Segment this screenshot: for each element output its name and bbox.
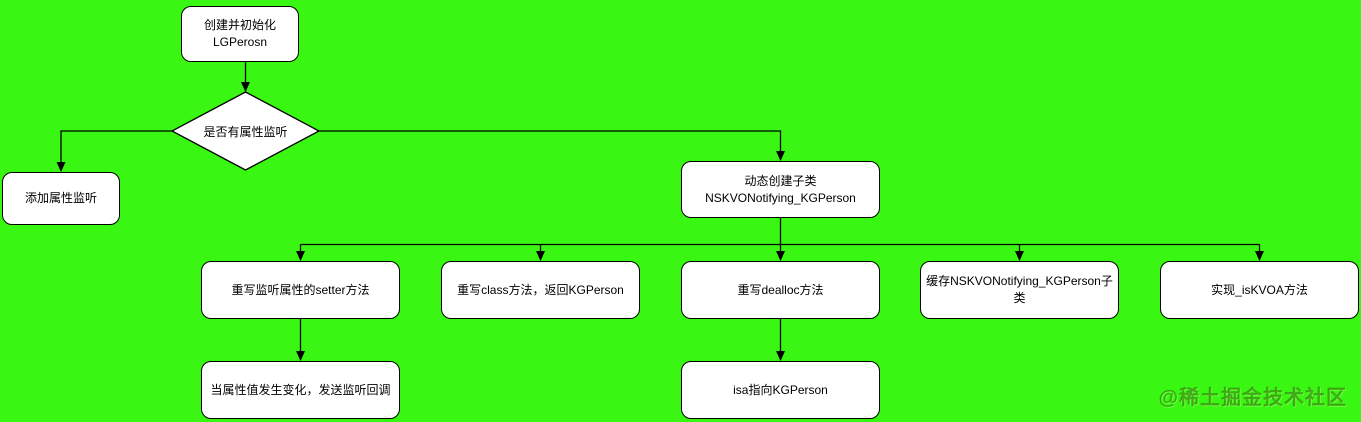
node-override-class-label: 重写class方法，返回KGPerson: [457, 282, 624, 297]
node-create-subclass-label-line1: 动态创建子类: [744, 173, 817, 188]
node-cache-subclass: 缓存NSKVONotifying_KGPerson子类: [920, 261, 1119, 319]
node-override-setter: 重写监听属性的setter方法: [201, 261, 400, 319]
node-start-label-line1: 创建并初始化: [203, 18, 276, 33]
node-implement-iskvoa-label: 实现_isKVOA方法: [1211, 282, 1308, 297]
watermark-text: @稀土掘金技术社区: [1158, 387, 1347, 409]
node-override-dealloc: 重写dealloc方法: [681, 261, 880, 319]
node-implement-iskvoa: 实现_isKVOA方法: [1160, 261, 1359, 319]
node-override-class: 重写class方法，返回KGPerson: [441, 261, 640, 319]
node-override-dealloc-label: 重写dealloc方法: [737, 282, 824, 297]
node-create-subclass: 动态创建子类 NSKVONotifying_KGPerson: [681, 161, 880, 218]
node-decision: 是否有属性监听: [172, 92, 319, 170]
edge-decision-add-observer: [56, 130, 172, 172]
node-property-changed-label: 当属性值发生变化，发送监听回调: [210, 382, 391, 397]
node-create-subclass-label-line2: NSKVONotifying_KGPerson: [705, 190, 856, 205]
edge-decision-create-subclass: [319, 130, 785, 161]
node-add-observer: 添加属性监听: [2, 172, 120, 225]
node-property-changed: 当属性值发生变化，发送监听回调: [201, 361, 400, 419]
node-start-label-line2: LGPerosn: [212, 35, 268, 49]
node-add-observer-label: 添加属性监听: [24, 191, 97, 206]
node-cache-subclass-label: 缓存NSKVONotifying_KGPerson子类: [926, 274, 1113, 305]
node-isa-point: isa指向KGPerson: [681, 361, 880, 419]
node-decision-label: 是否有属性监听: [203, 124, 288, 139]
decision-diamond-shape: [170, 91, 321, 171]
node-override-setter-label: 重写监听属性的setter方法: [231, 282, 370, 297]
node-isa-point-label: isa指向KGPerson: [733, 382, 828, 397]
node-start: 创建并初始化 LGPerosn: [181, 6, 299, 62]
